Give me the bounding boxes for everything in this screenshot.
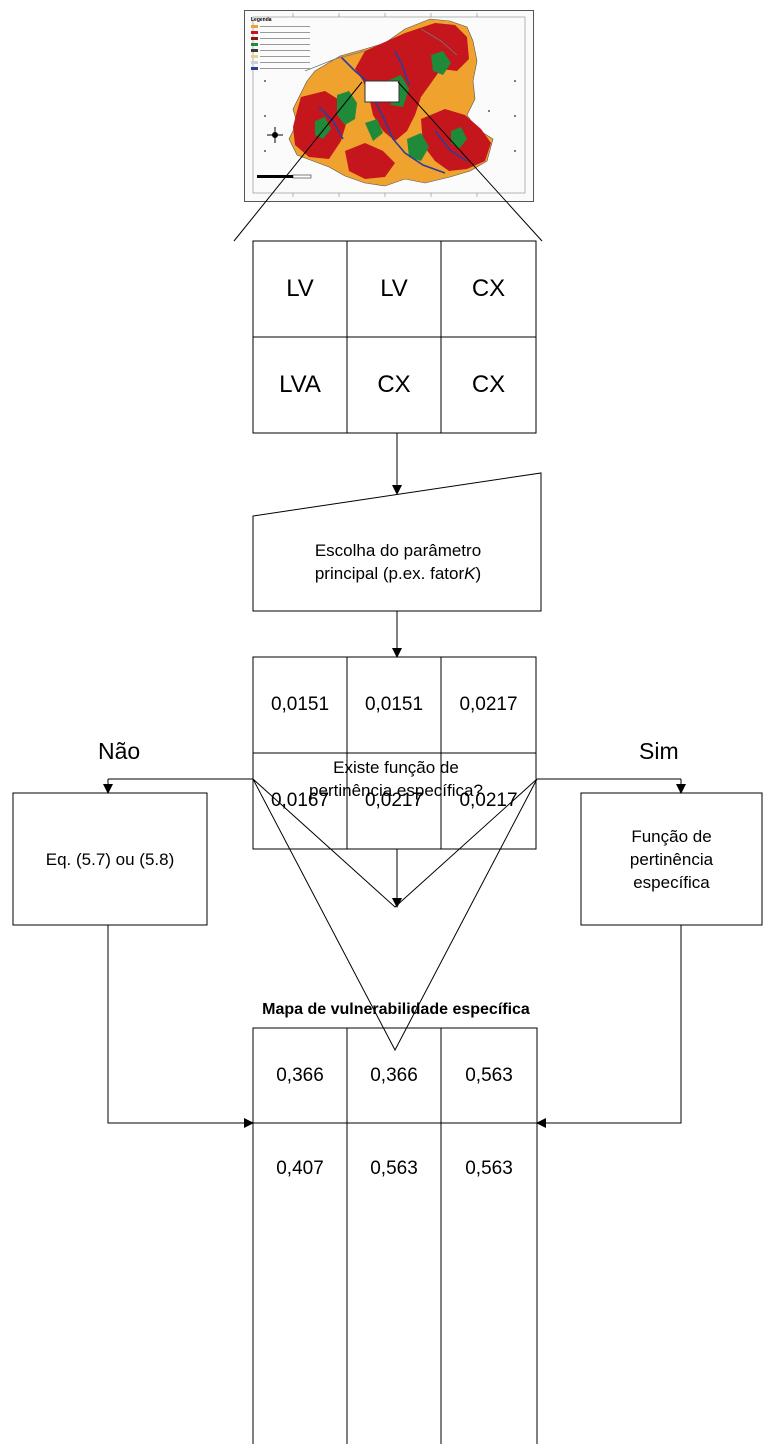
- vulnerability-cell: 0,366: [276, 1064, 324, 1086]
- equation-box-frame: [12, 792, 208, 926]
- soil-map-thumbnail: Legenda: [244, 10, 534, 202]
- soil-cell: LVA: [279, 371, 321, 398]
- vulnerability-cell: 0,366: [370, 1064, 418, 1086]
- k-value-cell: 0,0217: [459, 790, 518, 811]
- soil-cell: LV: [380, 275, 408, 302]
- yes-label: Sim: [639, 738, 679, 764]
- choice-box-shape: [252, 472, 542, 612]
- choice-line-2-suffix: ): [475, 564, 482, 583]
- vulnerability-cell: 0,407: [276, 1158, 324, 1179]
- left-to-result-line: [107, 925, 254, 1128]
- choice-box-text: Escolha do parâmetro principal (p.ex. fa…: [258, 530, 538, 594]
- choice-line-2-prefix: principal (p.ex. fator: [314, 564, 465, 583]
- k-value-cell: 0,0217: [459, 694, 518, 715]
- soil-map-graphic: [252, 13, 526, 197]
- choice-line-2-variable: K: [464, 564, 476, 583]
- result-title: Mapa de vulnerabilidade específica: [262, 1001, 530, 1018]
- specific-function-line-1: Função de: [631, 826, 712, 846]
- result-grid-frame: [252, 1027, 538, 1444]
- zoom-line-right: [397, 81, 543, 242]
- k-value-cell: 0,0167: [270, 790, 330, 811]
- right-to-result-line: [536, 925, 682, 1128]
- specific-function-box-text: Função de pertinência específica: [581, 793, 762, 925]
- vulnerability-cell: 0,563: [465, 1158, 513, 1179]
- scale-bar: [257, 174, 312, 179]
- soil-cell: CX: [471, 371, 506, 398]
- equation-box-text: Eq. (5.7) ou (5.8): [45, 849, 175, 869]
- legend-title: Legenda: [251, 17, 272, 23]
- specific-function-line-3: específica: [633, 872, 710, 892]
- decision-line-2: pertinência específica?: [309, 781, 483, 800]
- north-arrow-icon: [267, 127, 283, 143]
- choice-line-2: principal (p.ex. fatorK): [315, 562, 481, 585]
- soil-cell: CX: [377, 371, 411, 398]
- choice-line-1: Escolha do parâmetro: [314, 541, 482, 560]
- vulnerability-cell: 0,563: [370, 1158, 418, 1179]
- zoom-line-left: [233, 81, 363, 242]
- k-value-cell: 0,0217: [364, 790, 424, 811]
- decision-line-1: Existe função de: [333, 758, 459, 777]
- soil-cell: LV: [286, 275, 314, 302]
- zoom-window: [364, 80, 400, 103]
- decision-text: Existe função de pertinência específica?: [283, 750, 509, 808]
- decision-diamond-figure: [252, 778, 538, 1052]
- k-value-cell: 0,0151: [270, 694, 330, 715]
- specific-function-line-2: pertinência: [629, 849, 714, 869]
- map-legend: Legenda: [251, 17, 321, 77]
- soil-cell: CX: [471, 275, 506, 302]
- specific-function-box-frame: [580, 792, 763, 926]
- k-value-cell: 0,0151: [364, 694, 424, 715]
- no-label: Não: [98, 738, 141, 764]
- vulnerability-cell: 0,563: [465, 1064, 513, 1086]
